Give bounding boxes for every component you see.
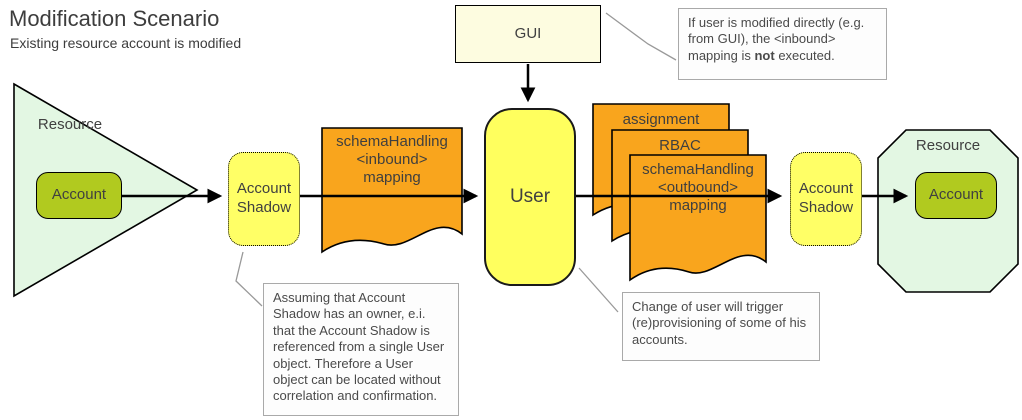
gui-note: If user is modified directly (e.g. from …	[678, 8, 887, 80]
callout-line-shadow-note	[235, 251, 263, 307]
page-title: Modification Scenario	[9, 6, 220, 31]
resource-right-label: Resource	[915, 137, 981, 154]
page-subtitle: Existing resource account is modified	[10, 35, 242, 51]
gui-note-text-post: executed.	[774, 47, 835, 63]
inbound-mapping-label: schemaHandling <inbound> mapping	[336, 133, 448, 186]
outbound-mapping-label: schemaHandling <outbound> mapping	[642, 161, 754, 214]
rbac-label: RBAC	[659, 137, 701, 154]
gui-note-text-pre: If user is modified directly (e.g. from …	[688, 15, 865, 63]
account-node-right: Account	[915, 172, 997, 219]
resource-left-label: Resource	[37, 116, 103, 133]
user-note: Change of user will trigger (re)provisio…	[622, 292, 820, 361]
assignment-label: assignment	[622, 111, 700, 128]
user-node: User	[484, 108, 576, 286]
callout-line-user-note	[578, 267, 619, 313]
callout-line-gui-note	[605, 12, 677, 61]
document-inbound-shape	[321, 127, 463, 254]
shadow-note: Assuming that Account Shadow has an owne…	[263, 283, 459, 416]
gui-note-text-bold: not	[754, 47, 775, 63]
account-shadow-node-left: Account Shadow	[228, 152, 300, 246]
account-node-left: Account	[36, 172, 122, 219]
account-shadow-node-right: Account Shadow	[790, 152, 862, 246]
document-outbound-shape	[629, 154, 767, 282]
gui-node: GUI	[455, 5, 601, 63]
